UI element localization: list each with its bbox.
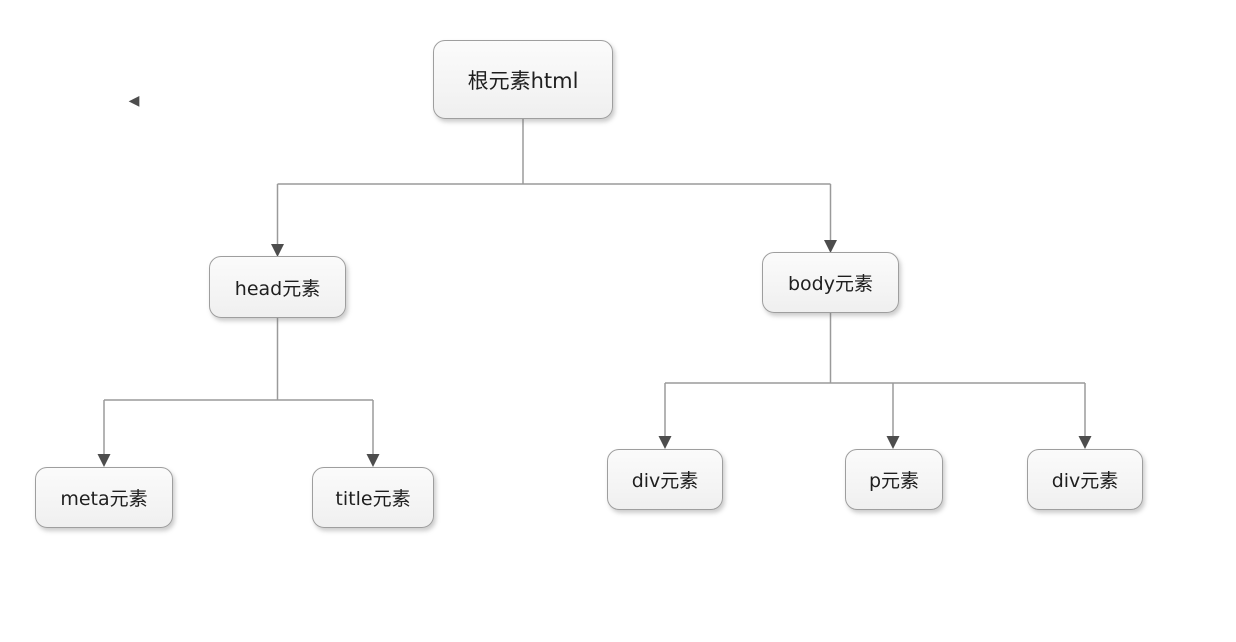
node-label: body元素	[788, 273, 873, 295]
node-p: p元素	[845, 449, 943, 510]
node-title: title元素	[312, 467, 434, 528]
node-label: head元素	[234, 277, 321, 300]
node-head: head元素	[209, 256, 346, 318]
node-root-html: 根元素html	[433, 40, 613, 119]
node-div-2: div元素	[1027, 449, 1143, 510]
node-label: 根元素html	[467, 68, 579, 93]
collapse-arrow-icon[interactable]: ◀	[128, 93, 140, 109]
node-label: meta元素	[60, 488, 148, 510]
node-label: div元素	[1051, 470, 1119, 492]
node-body: body元素	[762, 252, 899, 313]
node-meta: meta元素	[35, 467, 173, 528]
node-div-1: div元素	[607, 449, 723, 510]
node-label: p元素	[868, 470, 920, 492]
node-label: title元素	[335, 488, 411, 510]
node-label: div元素	[631, 470, 699, 492]
